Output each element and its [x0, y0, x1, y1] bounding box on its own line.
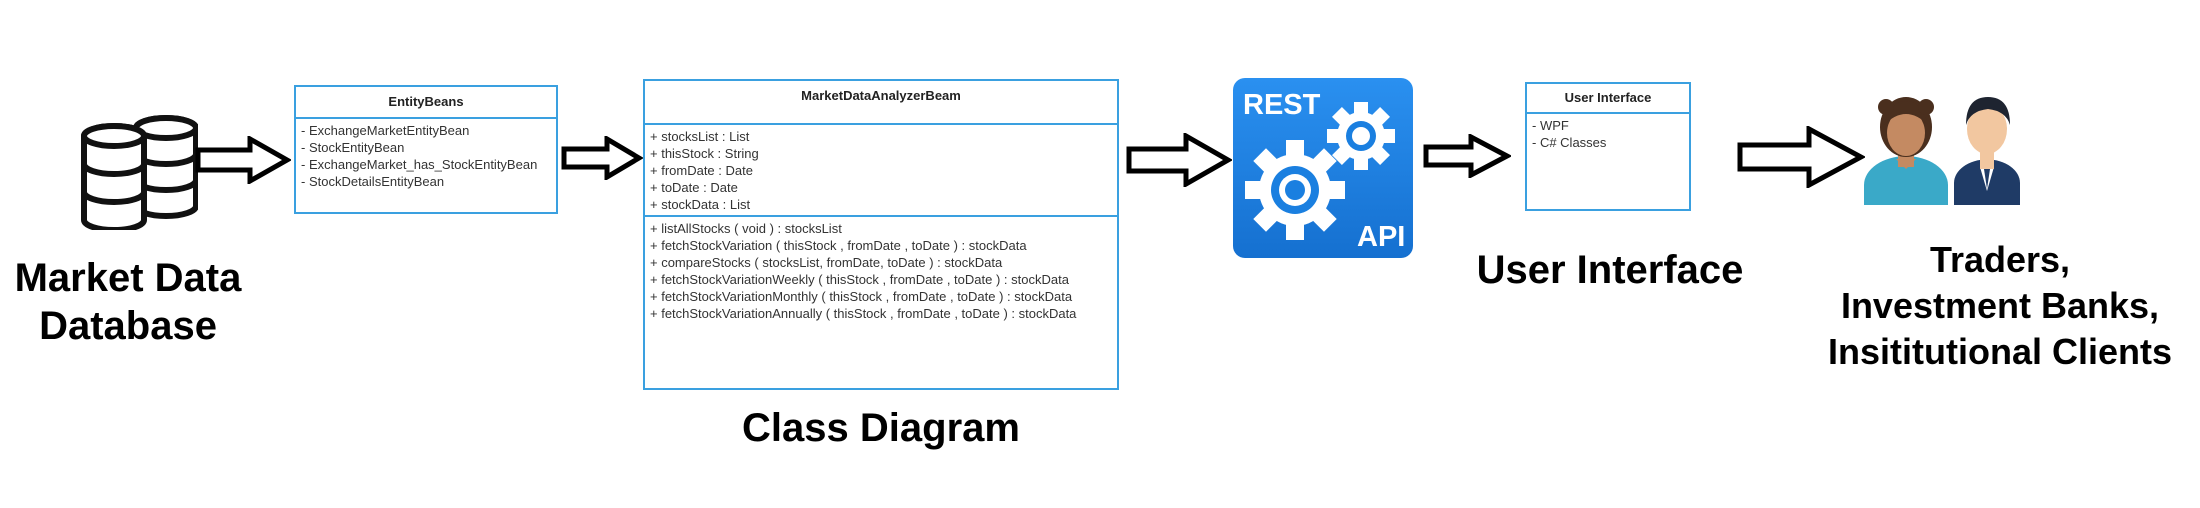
- list-item: - C# Classes: [1532, 135, 1607, 150]
- class-diagram-box: MarketDataAnalyzerBeam + stocksList : Li…: [643, 79, 1119, 390]
- user-interface-caption: User Interface: [1476, 248, 1744, 292]
- database-caption: Market Data Database: [14, 256, 242, 348]
- rest-label: REST: [1243, 89, 1321, 121]
- list-item: - StockEntityBean: [301, 140, 405, 155]
- list-item: + fetchStockVariation ( thisStock , from…: [650, 238, 1027, 253]
- class-diagram-caption: Class Diagram: [742, 406, 1020, 450]
- list-item: - WPF: [1532, 118, 1569, 133]
- arrow-right-icon: [195, 136, 291, 184]
- list-item: + toDate : Date: [650, 180, 738, 195]
- entity-beans-box: EntityBeans - ExchangeMarketEntityBean -…: [294, 85, 558, 214]
- user-interface-list: - WPF - C# Classes: [1527, 114, 1689, 154]
- list-item: - ExchangeMarket_has_StockEntityBean: [301, 157, 538, 172]
- list-item: - StockDetailsEntityBean: [301, 174, 445, 189]
- arrow-right-icon: [1737, 126, 1865, 188]
- list-item: + thisStock : String: [650, 146, 759, 161]
- list-item: + listAllStocks ( void ) : stocksList: [650, 221, 842, 236]
- list-item: + stockData : List: [650, 197, 751, 212]
- class-diagram-title: MarketDataAnalyzerBeam: [645, 81, 1117, 125]
- arrow-right-icon: [561, 136, 643, 180]
- list-item: - ExchangeMarketEntityBean: [301, 123, 470, 138]
- list-item: + stocksList : List: [650, 129, 750, 144]
- database-icon: [81, 115, 198, 230]
- arrow-right-icon: [1126, 133, 1232, 187]
- list-item: + fetchStockVariationWeekly ( thisStock …: [650, 272, 1069, 287]
- list-item: + fetchStockVariationAnnually ( thisStoc…: [650, 306, 1077, 321]
- list-item: + fetchStockVariationMonthly ( thisStock…: [650, 289, 1073, 304]
- clients-caption: Traders, Investment Banks, Insititutiona…: [1827, 239, 2172, 372]
- class-attributes: + stocksList : List + thisStock : String…: [645, 125, 1117, 215]
- user-interface-box: User Interface - WPF - C# Classes: [1525, 82, 1691, 211]
- users-icon: [1864, 97, 2020, 205]
- entity-beans-title: EntityBeans: [296, 87, 556, 119]
- class-methods: + listAllStocks ( void ) : stocksList + …: [645, 215, 1117, 325]
- api-label: API: [1357, 221, 1405, 253]
- rest-api-gears-icon: REST API: [1233, 78, 1413, 258]
- list-item: + fromDate : Date: [650, 163, 753, 178]
- list-item: + compareStocks ( stocksList, fromDate, …: [650, 255, 1003, 270]
- arrow-right-icon: [1423, 134, 1511, 178]
- user-interface-title: User Interface: [1527, 84, 1689, 114]
- entity-beans-list: - ExchangeMarketEntityBean - StockEntity…: [296, 119, 556, 193]
